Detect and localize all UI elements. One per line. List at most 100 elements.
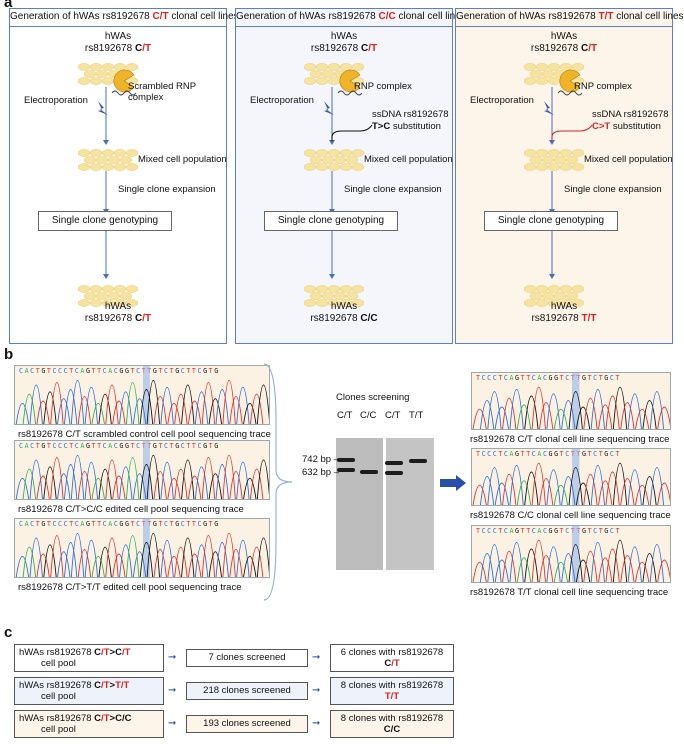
allele: C xyxy=(360,43,369,54)
text-span: rs8192678 xyxy=(84,43,135,54)
peak xyxy=(174,468,188,499)
cell xyxy=(339,163,353,171)
cell xyxy=(321,70,335,78)
base-letter: G xyxy=(581,450,588,458)
title-sep: / xyxy=(604,11,608,22)
result-label: 6 clones with rs8192678 xyxy=(335,647,449,658)
base-letter: T xyxy=(169,367,176,375)
peak xyxy=(657,482,670,505)
pool-label-line2: cell pool xyxy=(19,691,159,702)
peak xyxy=(181,537,195,577)
cell xyxy=(113,149,127,157)
text-span: Single clone genotyping xyxy=(497,215,605,226)
arrow-head xyxy=(103,140,109,145)
base-letter: C xyxy=(164,520,170,528)
base-letter: T xyxy=(476,527,482,535)
peak xyxy=(194,544,209,577)
cell xyxy=(309,156,323,164)
base-letter: C xyxy=(19,442,25,450)
peak xyxy=(494,406,509,429)
base-letter: T xyxy=(97,367,103,375)
trace-sequence: CACTGTCCCTCAGTTCACGGTCTTGTCTGCTTCGTG xyxy=(19,520,220,528)
band-size-632: 632 bp – xyxy=(302,467,339,478)
peak xyxy=(188,553,202,577)
arrow-right-icon: ➞ xyxy=(168,652,177,663)
text-span: / xyxy=(101,680,104,691)
base-letter: C xyxy=(542,527,549,535)
column-drawing xyxy=(303,63,373,307)
peak xyxy=(243,477,257,499)
cell xyxy=(77,77,91,85)
rnp-complex-icon xyxy=(559,69,581,93)
base-letter: G xyxy=(85,367,92,375)
arrow-down-icon xyxy=(103,231,109,279)
clone-sequencing-trace: TCCCTCAGTTCACGGTCTTGTCTGCT xyxy=(471,372,671,430)
cell xyxy=(535,149,549,157)
peak xyxy=(568,467,583,505)
peak xyxy=(236,540,250,577)
base-letter: G xyxy=(581,374,588,382)
base-letter: G xyxy=(581,527,588,535)
peak xyxy=(84,540,98,577)
cell xyxy=(125,163,139,171)
peak xyxy=(243,555,257,577)
cell xyxy=(89,149,103,157)
cell xyxy=(565,292,579,300)
cell-cluster-clone xyxy=(523,285,585,307)
text-span: hWAs xyxy=(550,31,578,42)
allele: T xyxy=(370,43,378,54)
peak xyxy=(126,382,140,424)
trace-peaks xyxy=(15,519,269,577)
base-letter: T xyxy=(46,520,53,528)
base-letter: G xyxy=(41,442,47,450)
base-letter: T xyxy=(587,450,594,458)
text-span: / xyxy=(391,658,394,669)
cell xyxy=(95,292,109,300)
peak xyxy=(43,391,57,424)
title-allele: T xyxy=(162,11,169,22)
text-span: T xyxy=(115,680,121,691)
cell xyxy=(119,292,133,300)
peak xyxy=(583,473,598,505)
result-label: 8 clones with rs8192678 xyxy=(335,680,449,691)
text-span: Single clone expansion xyxy=(118,184,216,195)
arrow-right-icon: ➞ xyxy=(168,718,177,729)
cell xyxy=(571,63,585,71)
base-letter: T xyxy=(186,442,192,450)
peak xyxy=(50,535,64,577)
peak xyxy=(105,459,119,499)
peak xyxy=(598,404,613,429)
base-letter: T xyxy=(130,367,137,375)
cell xyxy=(95,70,109,78)
column-drawing xyxy=(523,63,593,307)
base-letter: C xyxy=(565,527,571,535)
gel-band xyxy=(409,459,427,463)
text-span: Mixed cell population xyxy=(584,154,673,165)
base-letter: C xyxy=(197,442,204,450)
peak xyxy=(598,557,613,582)
peak xyxy=(612,463,628,505)
peak xyxy=(194,466,209,499)
peak xyxy=(208,551,222,577)
peak xyxy=(132,473,147,499)
band-size-742: 742 bp – xyxy=(302,454,339,465)
cell xyxy=(547,149,561,157)
allele: C xyxy=(134,43,143,54)
text-span: / xyxy=(390,724,394,735)
base-letter: C xyxy=(164,442,170,450)
peak xyxy=(15,555,30,577)
base-letter: G xyxy=(41,367,47,375)
arrow-down-icon xyxy=(549,171,555,214)
base-letter: G xyxy=(214,367,220,375)
base-letter: T xyxy=(598,450,605,458)
title-allele: T xyxy=(598,11,605,22)
cell xyxy=(339,285,353,293)
text-span: Scrambled RNP complex xyxy=(128,81,197,103)
cell xyxy=(571,299,585,307)
base-letter: A xyxy=(108,520,114,528)
cell xyxy=(333,292,347,300)
base-letter: G xyxy=(124,520,131,528)
single-clone-genotyping-box: Single clone genotyping xyxy=(38,211,172,231)
